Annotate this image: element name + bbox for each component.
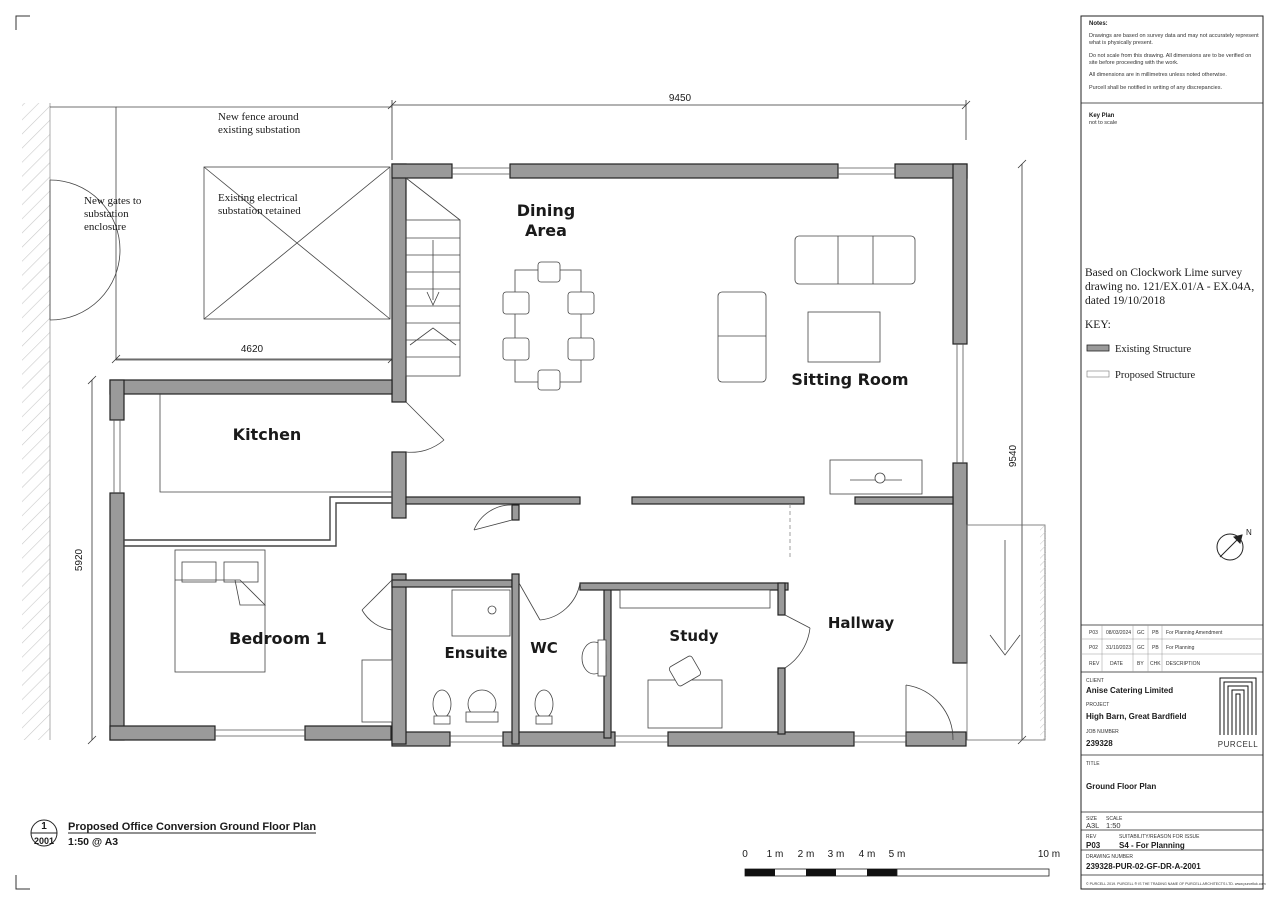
svg-text:P03 08/03/2024: P03 08/03/2024 GC PB For Planning Amendm…	[1089, 630, 1223, 636]
dimension-left	[87, 375, 97, 745]
key-existing-label: Existing Structure	[1115, 344, 1191, 355]
scale-label: SCALE	[1106, 816, 1123, 822]
drawing-title: Ground Floor Plan	[1086, 782, 1156, 791]
svg-text:KEY:: KEY:	[1085, 319, 1111, 331]
key-plan-label: Key Plan	[1089, 113, 1115, 119]
ensuite-fixtures	[432, 589, 511, 725]
room-label-hallway: Hallway	[828, 614, 894, 632]
job-label: JOB NUMBER	[1086, 729, 1119, 735]
drawing-label-sheet: 2001	[34, 836, 54, 846]
rev-label: REV	[1086, 834, 1097, 840]
suitability-value: S4 - For Planning	[1119, 841, 1185, 850]
dining-table	[502, 261, 595, 391]
dimension-top-text: 9450	[669, 93, 692, 104]
scale-label-1: 1 m	[767, 849, 784, 860]
scale-label-3: 3 m	[828, 849, 845, 860]
room-label-study: Study	[669, 627, 718, 645]
client-label: CLIENT	[1086, 678, 1104, 684]
svg-text:P02 31/10/2023: P02 31/10/2023 GC PB For Planning	[1089, 645, 1195, 651]
substation-fence	[50, 106, 392, 361]
project-label: PROJECT	[1086, 702, 1109, 708]
drawing-label-scale: 1:50 @ A3	[68, 836, 118, 848]
rev-row-2-rev: P02	[1089, 645, 1098, 651]
project-name: High Barn, Great Bardfield	[1086, 712, 1187, 721]
external-walls	[109, 163, 968, 747]
svg-text:N: N	[1246, 528, 1252, 537]
key-proposed-label: Proposed Structure	[1115, 370, 1196, 381]
dimension-left-text: 5920	[74, 548, 85, 571]
note-3: All dimensions are in millimetres unless…	[1089, 72, 1227, 78]
crop-marks	[15, 15, 30, 890]
scale-label-4: 4 m	[859, 849, 876, 860]
drawing-label-title: Proposed Office Conversion Ground Floor …	[68, 821, 316, 833]
note-2: Do not scale from this drawing. All dime…	[1089, 53, 1251, 66]
client-name: Anise Catering Limited	[1086, 686, 1173, 695]
scale-value: 1:50	[1106, 821, 1121, 830]
drawing-number: 239328-PUR-02-GF-DR-A-2001	[1086, 862, 1201, 871]
room-label-wc: WC	[530, 639, 558, 657]
key-proposed-swatch	[1086, 370, 1110, 378]
substation-gates	[49, 179, 121, 321]
room-label-ensuite: Ensuite	[444, 644, 507, 662]
purcell-logo-icon	[1219, 677, 1257, 735]
room-label-bedroom: Bedroom 1	[229, 629, 327, 648]
scale-label-5: 5 m	[889, 849, 906, 860]
size-value: A3L	[1086, 821, 1099, 830]
drawing-label-number: 1	[41, 821, 47, 832]
doors	[361, 401, 954, 741]
drawing-number-label: DRAWING NUMBER	[1086, 854, 1133, 860]
staircase	[405, 177, 461, 377]
kitchen-counter	[159, 394, 392, 493]
scale-label-0: 0	[742, 849, 748, 860]
svg-text:REV DATE BY: REV DATE BY CHK DESCRIPTION	[1089, 661, 1201, 667]
dimension-right	[1017, 159, 1027, 745]
suitability-label: SUITABILITY/REASON FOR ISSUE	[1119, 834, 1200, 840]
revision-table: P03 08/03/2024 GC PB For Planning Amendm…	[1081, 625, 1263, 672]
title-label: TITLE	[1086, 761, 1100, 767]
copyright: © PURCELL 2019. PURCELL ® IS THE TRADING…	[1086, 882, 1266, 886]
note-1: Drawings are based on survey data and ma…	[1088, 33, 1259, 46]
wc-fixtures	[534, 639, 607, 725]
rev-row-1-rev: P03	[1089, 630, 1098, 636]
scale-bar: 0 1 m 2 m 3 m 4 m 5 m 10 m	[742, 849, 1060, 877]
bed	[174, 549, 393, 723]
external-ramp	[966, 524, 1046, 741]
dimension-sub-text: 4620	[241, 344, 264, 355]
boundary-hatch	[22, 103, 50, 740]
windows	[113, 167, 964, 743]
dimension-substation	[111, 354, 397, 364]
drawing-key: KEY: Existing Structure Proposed Structu…	[1085, 319, 1196, 381]
room-label-sitting: Sitting Room	[791, 370, 908, 389]
dimension-top	[387, 100, 971, 160]
scale-label-10: 10 m	[1038, 849, 1060, 860]
substation-box	[203, 166, 391, 320]
key-plan-sub: not to scale	[1089, 120, 1117, 126]
size-label: SIZE	[1086, 816, 1098, 822]
internal-partitions	[124, 496, 954, 745]
job-number: 239328	[1086, 739, 1113, 748]
sitting-furniture	[717, 235, 923, 495]
note-4: Purcell shall be notified in writing of …	[1089, 85, 1222, 91]
rev-value: P03	[1086, 841, 1101, 850]
purcell-logo-text: PURCELL	[1218, 740, 1258, 749]
study-furniture	[619, 589, 771, 729]
room-label-kitchen: Kitchen	[233, 425, 302, 444]
title-block: Notes: Drawings are based on survey data…	[1080, 15, 1266, 890]
north-arrow-icon: N	[1216, 528, 1252, 561]
drawing-label: 1 2001 Proposed Office Conversion Ground…	[30, 819, 316, 848]
notes-title: Notes:	[1089, 21, 1108, 27]
key-existing-swatch	[1086, 344, 1110, 352]
scale-label-2: 2 m	[798, 849, 815, 860]
dimension-right-text: 9540	[1008, 444, 1019, 467]
